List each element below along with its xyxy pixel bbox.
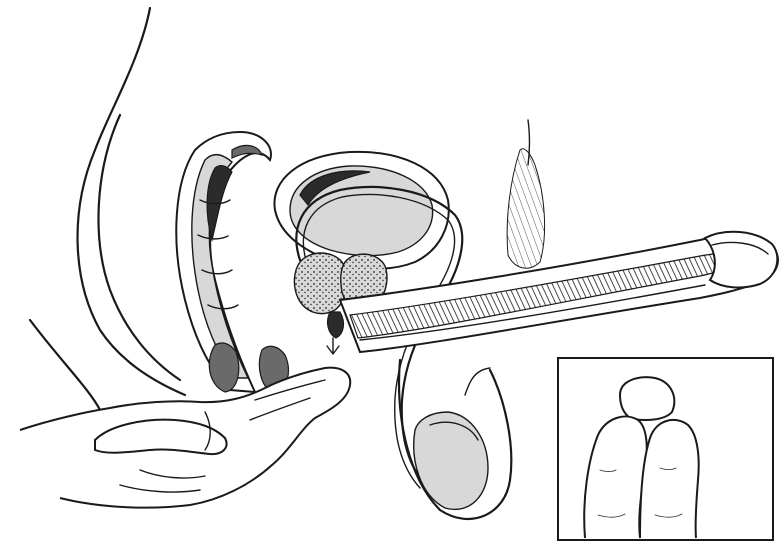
abdomen-line	[528, 120, 530, 165]
examining-hand	[20, 368, 350, 508]
prostate-core	[328, 312, 344, 338]
inset-panel	[558, 358, 773, 540]
sphincter-left	[209, 343, 238, 392]
body-outline	[30, 8, 185, 410]
scrotum	[399, 360, 511, 519]
pubic-hair	[507, 120, 544, 268]
urethra-arrow	[327, 338, 339, 354]
bladder-inner	[290, 166, 433, 256]
scrotum-top-line	[465, 368, 490, 395]
bladder	[274, 152, 448, 269]
inset-prostate	[620, 377, 674, 420]
buttock-inner-contour	[99, 115, 180, 380]
pubic-hair-patch	[507, 149, 544, 268]
back-contour	[78, 8, 185, 395]
testicle	[414, 412, 488, 509]
thigh-line	[30, 320, 100, 410]
glans	[705, 232, 777, 288]
